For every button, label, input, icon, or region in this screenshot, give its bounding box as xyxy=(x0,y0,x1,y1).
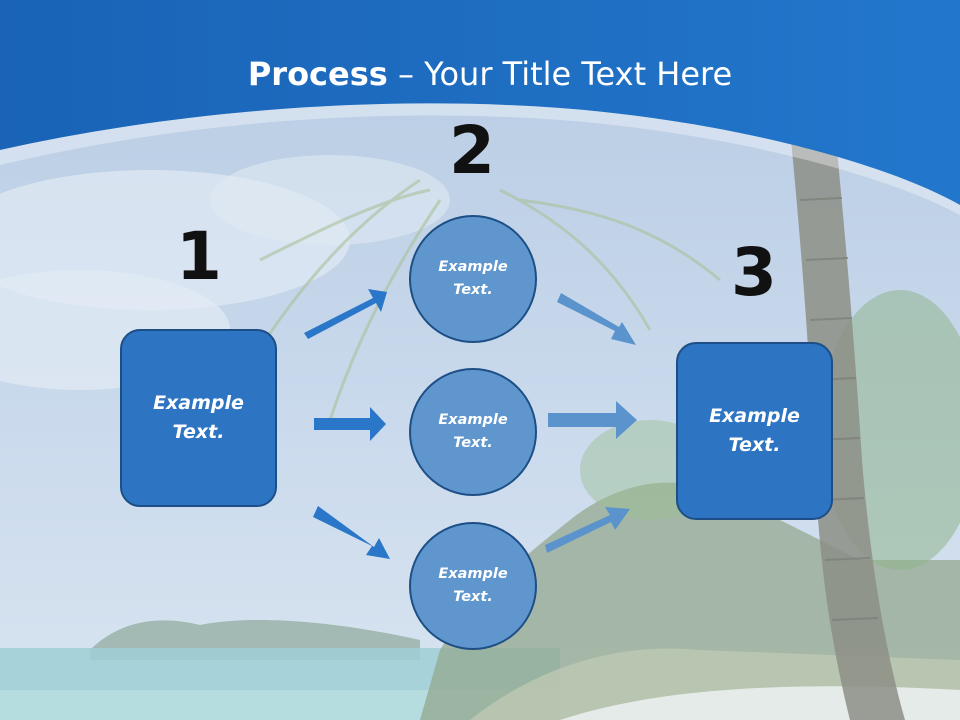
end-box-line1: Example xyxy=(709,405,800,427)
start-box-line2: Text. xyxy=(172,421,225,443)
step-number-1: 1 xyxy=(176,218,222,295)
start-box-line1: Example xyxy=(153,392,244,414)
process-circle-top[interactable]: Example Text. xyxy=(409,215,537,343)
arrow-to-top-circle xyxy=(304,289,387,339)
end-box-line2: Text. xyxy=(728,434,781,456)
left-arrow-group xyxy=(304,289,390,559)
circle-bottom-line1: Example xyxy=(438,566,508,582)
end-box[interactable]: Example Text. xyxy=(676,342,833,520)
circle-top-line1: Example xyxy=(438,259,508,275)
step-number-3: 3 xyxy=(731,234,777,311)
title-rest: – Your Title Text Here xyxy=(387,55,733,93)
circle-bottom-line2: Text. xyxy=(453,589,493,605)
arrow-from-middle-circle xyxy=(548,401,637,439)
arrow-from-top-circle xyxy=(557,293,636,345)
start-box[interactable]: Example Text. xyxy=(120,329,277,507)
circle-middle-line1: Example xyxy=(438,412,508,428)
process-circle-bottom[interactable]: Example Text. xyxy=(409,522,537,650)
arrow-from-bottom-circle xyxy=(545,507,630,553)
arrow-to-middle-circle xyxy=(314,407,386,441)
step-number-2: 2 xyxy=(449,112,495,189)
circle-middle-line2: Text. xyxy=(453,435,493,451)
slide-title: Process – Your Title Text Here xyxy=(0,52,960,96)
right-arrow-group xyxy=(545,293,637,553)
arrow-to-bottom-circle xyxy=(313,506,390,559)
process-circle-middle[interactable]: Example Text. xyxy=(409,368,537,496)
title-bold: Process xyxy=(247,55,388,93)
circle-top-line2: Text. xyxy=(453,282,493,298)
